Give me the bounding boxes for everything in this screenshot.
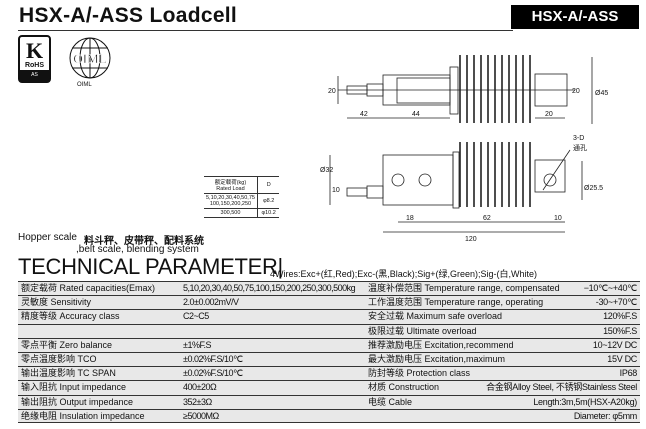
dim-10-right: 10 xyxy=(554,215,562,222)
param-v1: ±1%F.S xyxy=(183,339,211,350)
dim-20-left: 20 xyxy=(328,88,336,95)
table-row: 额定载荷 Rated capacities(Emax) 5,10,20,30,40… xyxy=(18,281,640,296)
param-l1: 精度等级 Accuracy class xyxy=(21,311,120,322)
param-v1: 352±3Ω xyxy=(183,396,212,407)
param-l2: 最大激励电压 Excitation,maximum xyxy=(368,353,506,364)
param-v1: ±0.02%F.S/10℃ xyxy=(183,368,243,379)
parameter-table: 额定载荷 Rated capacities(Emax) 5,10,20,30,40… xyxy=(18,281,640,423)
table-row: 输出温度影响 TC SPAN ±0.02%F.S/10℃ 防封等级 Protecti… xyxy=(18,366,640,381)
capacity-table: 额定载荷(kg)Rated Load D 5,10,20,30,40,50,75 … xyxy=(204,176,280,218)
table-row: 输入阻抗 Input impedance 400±20Ω 材质 Constructi… xyxy=(18,380,640,395)
param-l1: 绝缘电阻 Insulation impedance xyxy=(21,410,145,421)
oiml-label: OIML xyxy=(77,82,92,88)
cap-d: φ8.2 xyxy=(256,193,280,209)
table-row: 输出阻抗 Output impedance 352±3Ω 电缆 Cable Lengt… xyxy=(18,394,640,409)
dim-20-bottom: 20 xyxy=(545,111,553,118)
model-badge: HSX-A/-ASS xyxy=(511,5,639,29)
loadcell-dimension-drawing: 20 42 44 20 Ø45 20 Ø32 10 18 62 10 120 Ø… xyxy=(320,55,608,243)
rohs-text: RoHS xyxy=(24,62,45,69)
dim-20-right: 20 xyxy=(572,88,580,95)
param-v2: IP68 xyxy=(619,368,638,379)
page-title: HSX-A/-ASS Loadcell xyxy=(19,4,238,27)
param-l2: 温度补偿范围 Temperature range, compensated xyxy=(368,283,560,293)
table-row: 零点温度影响 TCO ±0.02%F.S/10℃ 最大激励电压 Excitation… xyxy=(18,351,640,367)
param-v2: 10~12V DC xyxy=(592,339,637,350)
param-l2: 工作温度范围 Temperature range, operating xyxy=(368,297,544,308)
cap-header-en: Rated Load xyxy=(216,186,245,192)
param-v1: 5,10,20,30,40,50,75,100,150,200,250,300,… xyxy=(183,283,356,293)
dim-3d: 3-D xyxy=(573,135,584,142)
param-v1: 400±20Ω xyxy=(183,382,217,393)
param-l2: 材质 Construction xyxy=(368,382,440,393)
cap-load: 5,10,20,30,40,50,75 100,150,200,250 xyxy=(204,193,258,209)
rohs-k-letter: K xyxy=(26,38,44,63)
param-l2: 防封等级 Protection class xyxy=(368,368,471,379)
application-cn: 料斗秤、皮带秤、配料系统 xyxy=(84,236,204,247)
param-l1: 零点平衡 Zero balance xyxy=(21,339,113,350)
param-l2: 安全过载 Maximum safe overload xyxy=(368,311,503,322)
rohs-logo: K RoHS AS xyxy=(18,35,51,83)
rohs-bar: AS xyxy=(20,70,49,81)
wire-colors: 4Wires:Exc+(红,Red);Exc-(黑,Black);Sig+(绿,… xyxy=(270,269,538,279)
param-l2: 极限过载 Ultimate overload xyxy=(368,325,477,336)
param-l2: 电缆 Cable xyxy=(368,396,413,407)
table-row: 绝缘电阻 Insulation impedance ≥5000MΩ Diameter… xyxy=(18,408,640,423)
dim-42: 42 xyxy=(360,111,368,118)
param-l2: 推荐激励电压 Excitation,recommend xyxy=(368,339,514,350)
cap-header-cn: 额定载荷(kg) xyxy=(214,180,247,186)
table-row: 零点平衡 Zero balance ±1%F.S 推荐激励电压 Excitation… xyxy=(18,337,640,352)
table-row: 极限过载 Ultimate overload 150%F.S xyxy=(18,323,640,338)
param-v2: -30~+70℃ xyxy=(595,297,638,308)
param-v1: 2.0±0.002mV/V xyxy=(183,297,239,308)
oiml-text: OIML xyxy=(73,51,106,66)
param-v2: 120%F.S xyxy=(603,311,637,322)
dim-d45: Ø45 xyxy=(595,90,608,97)
dim-10-left: 10 xyxy=(332,187,340,194)
dim-44: 44 xyxy=(412,111,420,118)
param-l1: 输出阻抗 Output impedance xyxy=(21,396,134,407)
param-l1: 额定载荷 Rated capacities(Emax) xyxy=(21,283,156,293)
param-v2: 15V DC xyxy=(607,353,637,364)
param-l1: 输出温度影响 TC SPAN xyxy=(21,368,116,379)
param-v2: −10℃~+40℃ xyxy=(583,283,638,293)
param-v2: 150%F.S xyxy=(603,325,637,336)
table-row: 灵敏度 Sensitivity 2.0±0.002mV/V 工作温度范围 Tempe… xyxy=(18,295,640,310)
param-v1: ±0.02%F.S/10℃ xyxy=(183,353,243,364)
dim-18: 18 xyxy=(406,215,414,222)
param-v1: ≥5000MΩ xyxy=(183,410,219,421)
param-v2: 合金钢Alloy Steel, 不锈钢Stainless Steel xyxy=(486,382,637,393)
dim-d25-5: Ø25.5 xyxy=(584,185,603,192)
param-l1: 零点温度影响 TCO xyxy=(21,353,97,364)
dim-through-hole: 通孔 xyxy=(573,143,587,152)
application-en-2: ,belt scale, blending system xyxy=(76,244,199,255)
dim-62: 62 xyxy=(483,215,491,222)
application-en-1: Hopper scale xyxy=(18,232,77,243)
cap-d: φ10.2 xyxy=(256,208,280,218)
param-v1: C2~C5 xyxy=(183,311,209,322)
section-title: TECHNICAL PARAMETER| xyxy=(18,254,283,279)
dim-d32: Ø32 xyxy=(320,167,333,174)
table-row: 精度等级 Accuracy class C2~C5 安全过载 Maximum saf… xyxy=(18,309,640,324)
cap-load: 300,500 xyxy=(204,208,258,218)
param-l1: 输入阻抗 Input impedance xyxy=(21,382,127,393)
oiml-globe-logo: OIML xyxy=(69,37,111,79)
param-v2: Length:3m,5m(HSX-A20kg) xyxy=(533,396,637,407)
param-l1: 灵敏度 Sensitivity xyxy=(21,297,92,308)
dim-120: 120 xyxy=(465,236,477,243)
title-underline xyxy=(18,30,513,31)
cap-header-d: D xyxy=(256,176,280,194)
param-v2: Diameter: φ5mm xyxy=(573,410,637,421)
